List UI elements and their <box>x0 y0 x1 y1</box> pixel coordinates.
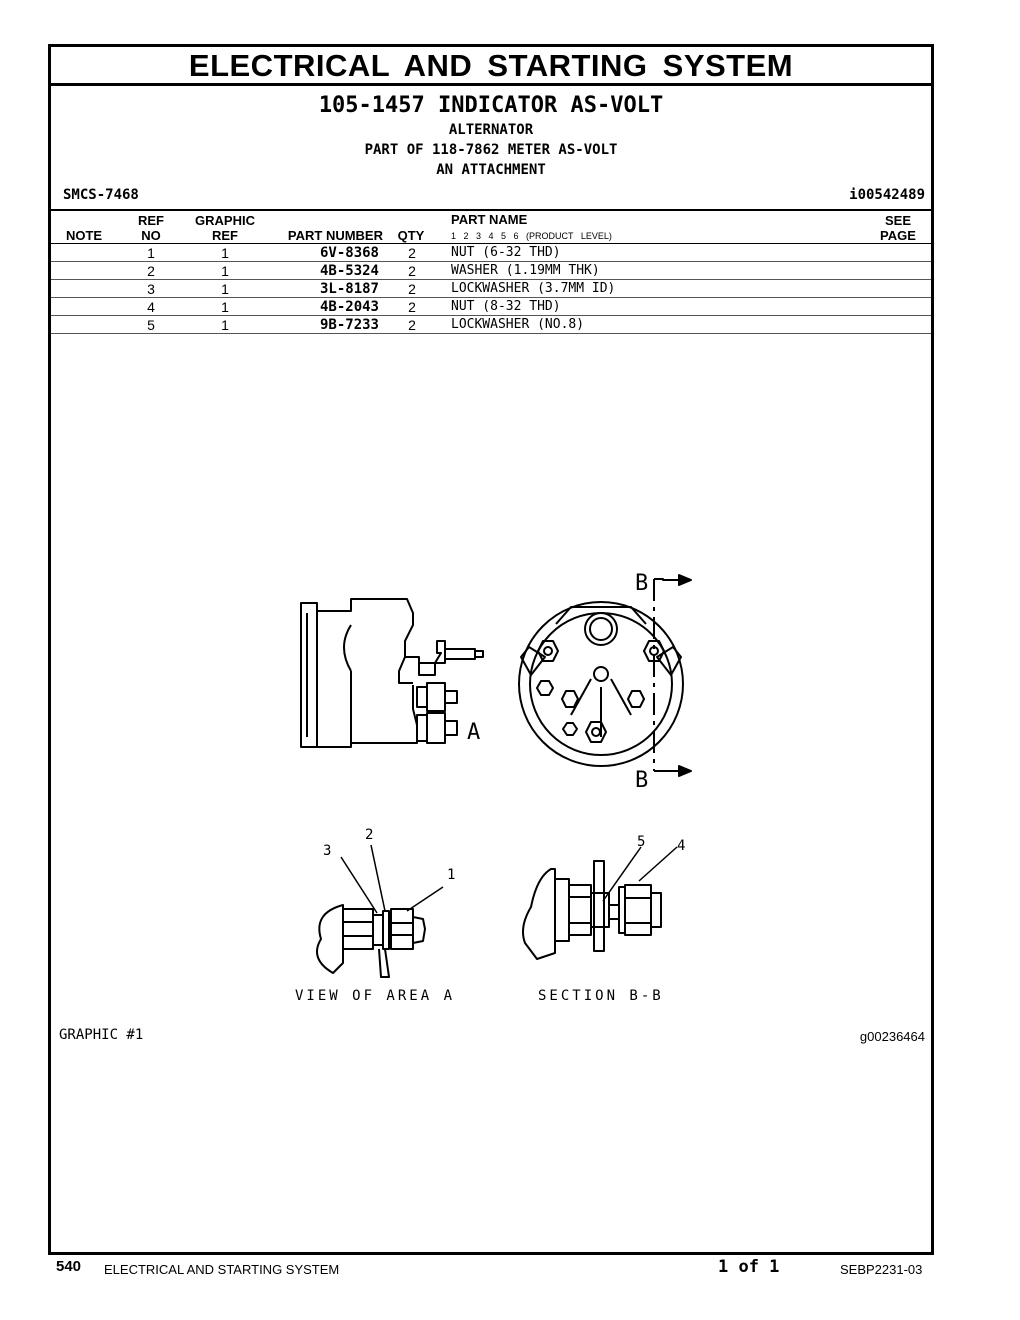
part-number: 6V-8368 <box>319 245 379 261</box>
header-bottom-rule <box>51 243 931 244</box>
table-row: 1 1 6V-8368 2 NUT (6-32 THD) <box>51 244 931 262</box>
graphic-ref: 1 <box>221 281 229 297</box>
graphic-ref: 1 <box>221 317 229 333</box>
row-divider <box>51 279 931 280</box>
header-graphic-ref-line2: REF <box>212 228 238 243</box>
part-title: 105-1457 INDICATOR AS-VOLT <box>318 93 664 118</box>
callout-2: 2 <box>365 827 373 843</box>
ref-no: 3 <box>147 281 155 297</box>
callout-4: 4 <box>677 838 685 854</box>
part-name: LOCKWASHER (NO.8) <box>451 317 585 332</box>
footer-section: ELECTRICAL AND STARTING SYSTEM <box>104 1262 340 1277</box>
row-divider <box>51 333 931 334</box>
table-row: 4 1 4B-2043 2 NUT (8-32 THD) <box>51 298 931 316</box>
callout-5: 5 <box>637 834 645 850</box>
header-part-name: PART NAME <box>451 212 528 227</box>
part-number: 4B-2043 <box>319 299 379 315</box>
part-number: 3L-8187 <box>319 281 379 297</box>
part-name: NUT (6-32 THD) <box>451 245 561 260</box>
qty: 2 <box>408 299 416 315</box>
label-b-top: B <box>635 571 648 596</box>
ref-no: 4 <box>147 299 155 315</box>
part-name: NUT (8-32 THD) <box>451 299 561 314</box>
ref-no: 1 <box>147 245 155 261</box>
page-frame: ELECTRICAL AND STARTING SYSTEM 105-1457 … <box>48 44 934 1255</box>
smcs-code: SMCS-7468 <box>63 187 139 203</box>
ref-no: 2 <box>147 263 155 279</box>
table-top-rule <box>51 209 931 211</box>
section-b-b-caption: SECTION B-B <box>538 988 664 1004</box>
view-a-caption: VIEW OF AREA A <box>295 988 455 1004</box>
illustration-id: i00542489 <box>849 187 925 203</box>
header-ref-no-line2: NO <box>141 228 161 243</box>
page-count: 1 of 1 <box>718 1257 780 1277</box>
graphic-ref: 1 <box>221 263 229 279</box>
row-divider <box>51 315 931 316</box>
qty: 2 <box>408 317 416 333</box>
qty: 2 <box>408 245 416 261</box>
parts-illustration: A B B 1 2 3 4 5 VIEW OF AREA A SECTION B… <box>295 571 692 1004</box>
qty: 2 <box>408 281 416 297</box>
part-number: 4B-5324 <box>319 263 379 279</box>
subtitle-line-1: ALTERNATOR <box>448 122 534 138</box>
label-a: A <box>467 720 480 745</box>
header-qty: QTY <box>397 228 425 243</box>
row-divider <box>51 261 931 262</box>
table-row: 2 1 4B-5324 2 WASHER (1.19MM THK) <box>51 262 931 280</box>
header-see-page-line1: SEE <box>884 213 911 228</box>
header-part-number: PART NUMBER <box>287 228 383 243</box>
table-row: 5 1 9B-7233 2 LOCKWASHER (NO.8) <box>51 316 931 334</box>
graphic-ref: 1 <box>221 299 229 315</box>
header-ref-no-line1: REF <box>138 213 164 228</box>
subtitle-line-3: AN ATTACHMENT <box>436 162 546 178</box>
ref-no: 5 <box>147 317 155 333</box>
indicator-front-view <box>518 601 684 767</box>
table-row: 3 1 3L-8187 2 LOCKWASHER (3.7MM ID) <box>51 280 931 298</box>
part-number: 9B-7233 <box>319 317 379 333</box>
label-b-bottom: B <box>635 768 648 793</box>
header-product-levels: 1 2 3 4 5 6 (PRODUCT LEVEL) <box>451 231 612 241</box>
section-b-b-view <box>522 846 678 960</box>
row-divider <box>51 297 931 298</box>
graphic-ref: 1 <box>221 245 229 261</box>
section-line-b-b <box>653 574 692 777</box>
page-number: 540 <box>56 1258 82 1275</box>
section-title: ELECTRICAL AND STARTING SYSTEM <box>51 47 931 86</box>
indicator-side-view <box>300 598 484 748</box>
view-of-area-a <box>316 844 444 978</box>
callout-1: 1 <box>447 867 455 883</box>
graphic-id: g00236464 <box>859 1029 925 1044</box>
qty: 2 <box>408 263 416 279</box>
header-graphic-ref-line1: GRAPHIC <box>195 213 255 228</box>
graphic-label: GRAPHIC #1 <box>59 1027 144 1043</box>
callout-3: 3 <box>323 843 331 859</box>
header-note: NOTE <box>65 228 103 243</box>
part-name: WASHER (1.19MM THK) <box>451 263 600 278</box>
part-name: LOCKWASHER (3.7MM ID) <box>451 281 616 296</box>
header-see-page-line2: PAGE <box>880 228 916 243</box>
document-number: SEBP2231-03 <box>840 1262 923 1277</box>
subtitle-line-2: PART OF 118-7862 METER AS-VOLT <box>364 142 618 158</box>
